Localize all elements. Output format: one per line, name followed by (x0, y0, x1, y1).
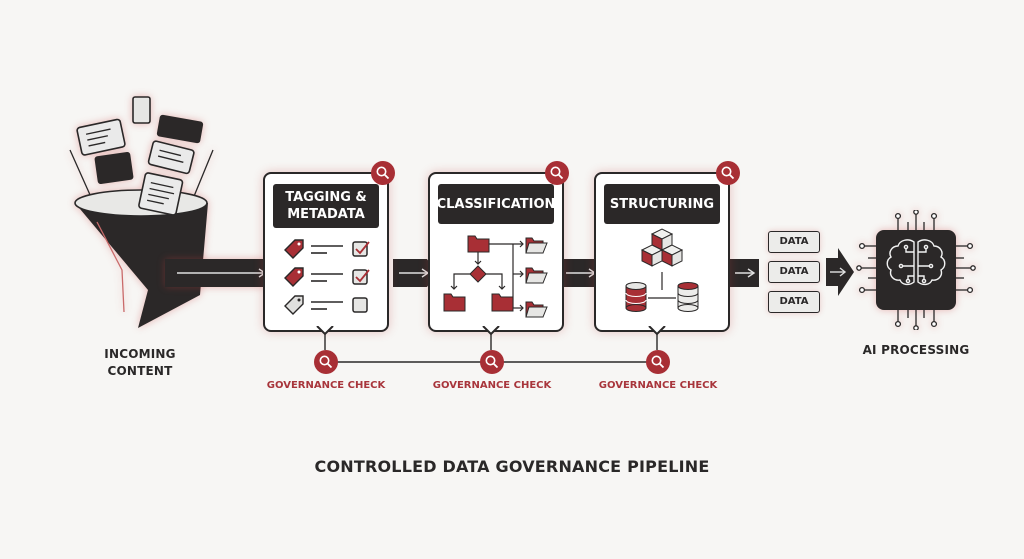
incoming-content-label: INCOMING CONTENT (90, 346, 190, 380)
data-chip: DATA (768, 261, 820, 283)
stage-title: STRUCTURING (604, 184, 720, 224)
governance-check-label: GOVERNANCE CHECK (432, 380, 552, 391)
stage-tagging-metadata[interactable]: TAGGING & METADATA (263, 172, 389, 332)
open-folder-icon (525, 237, 548, 254)
incoming-label-line2: CONTENT (107, 364, 173, 378)
document-icon (76, 118, 126, 156)
checklist-item (284, 239, 370, 259)
magnifier-icon[interactable] (716, 161, 740, 185)
open-folder-icon (525, 301, 548, 318)
governance-check-icon[interactable] (480, 350, 504, 374)
stage-title-line1: TAGGING & (285, 190, 367, 205)
database-icon (677, 282, 699, 312)
flow-arrow-4 (727, 259, 759, 287)
data-chip: DATA (768, 291, 820, 313)
stage-title-line1: CLASSIFICATION (436, 196, 556, 212)
stage-title-line1: STRUCTURING (609, 196, 715, 212)
document-icon (156, 114, 204, 144)
governance-check-icon[interactable] (646, 350, 670, 374)
database-icon (625, 282, 647, 312)
stage-classification[interactable]: CLASSIFICATION (428, 172, 564, 332)
cubes-database-icon (625, 228, 699, 312)
cube-icon (640, 244, 664, 267)
stage-title: CLASSIFICATION (436, 184, 556, 224)
governance-check-icon[interactable] (314, 350, 338, 374)
brain-icon (886, 239, 946, 286)
diagram-title: CONTROLLED DATA GOVERNANCE PIPELINE (314, 457, 710, 476)
document-icon (132, 96, 151, 124)
tag-checklist-icon (284, 239, 370, 315)
checklist-item (284, 267, 370, 287)
open-folder-icon (525, 267, 548, 284)
flow-arrow-5 (826, 248, 854, 296)
stage-structuring[interactable]: STRUCTURING (594, 172, 730, 332)
stage-title-line2: METADATA (287, 207, 365, 222)
incoming-label-line1: INCOMING (104, 347, 176, 361)
stage-title: TAGGING & METADATA (273, 184, 379, 228)
flow-arrow-2 (393, 259, 437, 287)
ai-chip-brain-icon (856, 210, 976, 330)
cube-icon (660, 244, 684, 267)
folder-tree-icon (443, 235, 548, 318)
data-chip: DATA (768, 231, 820, 253)
document-icon (94, 152, 134, 184)
magnifier-icon[interactable] (371, 161, 395, 185)
ai-processing-label: AI PROCESSING (862, 343, 970, 357)
funnel-icon (69, 96, 214, 328)
magnifier-icon[interactable] (545, 161, 569, 185)
document-icon (138, 172, 184, 216)
checklist-item (284, 295, 368, 315)
governance-check-label: GOVERNANCE CHECK (266, 380, 386, 391)
governance-check-label: GOVERNANCE CHECK (598, 380, 718, 391)
flow-arrow-3 (560, 259, 604, 287)
document-icon (147, 140, 195, 175)
